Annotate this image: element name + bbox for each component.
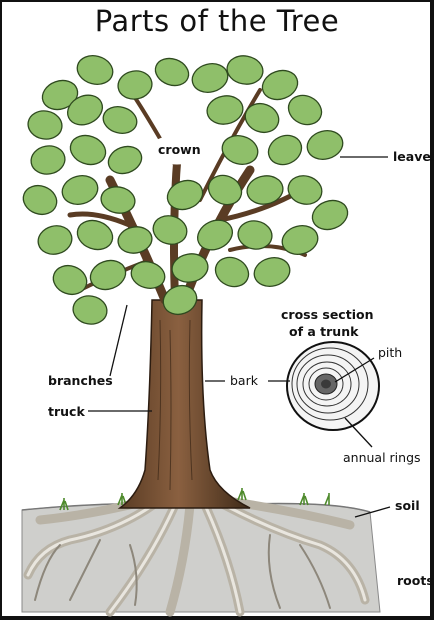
leaf-crown (19, 52, 351, 327)
label-cross-section-line1: cross section (281, 307, 373, 322)
label-soil: soil (395, 498, 420, 513)
label-branches: branches (48, 373, 113, 388)
label-roots: roots (397, 573, 434, 588)
label-leaves: leaves (393, 149, 434, 164)
label-cross-section-line2: of a trunk (289, 324, 358, 339)
label-pith: pith (378, 345, 402, 360)
trunk-drawing (120, 300, 250, 508)
trunk-cross-section (287, 342, 379, 430)
label-annual-rings: annual rings (343, 450, 421, 465)
label-truck: truck (48, 404, 85, 419)
label-bark: bark (230, 373, 258, 388)
label-crown: crown (158, 142, 201, 157)
page-title: Parts of the Tree (0, 4, 434, 38)
